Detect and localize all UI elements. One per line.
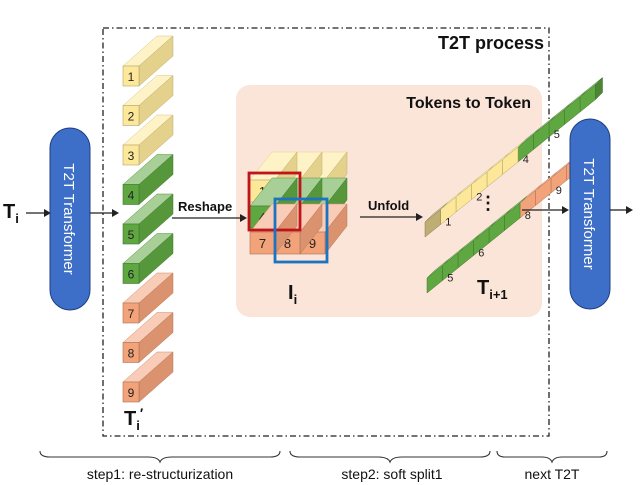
bar-number: 1	[445, 216, 451, 228]
final-arrowhead	[626, 206, 633, 214]
grid-number: 9	[309, 236, 316, 251]
right-transformer-block	[569, 118, 611, 310]
t2t-process-title: T2T process	[438, 33, 544, 53]
ti-prime-label: Ti′	[124, 405, 144, 433]
bar-number: 5	[447, 272, 453, 284]
step3-label: next T2T	[525, 466, 580, 482]
brace-step3	[496, 450, 608, 464]
tokens-to-token-title: Tokens to Token	[406, 95, 531, 112]
bar-number: 5	[554, 129, 560, 141]
grid-number: 8	[284, 236, 291, 251]
brace-step1	[39, 450, 281, 464]
output-label: Ti+1	[477, 277, 508, 302]
token-column: 1 2 3 4 5 6 7 8 9	[122, 35, 174, 403]
bar-segment	[488, 208, 512, 244]
token-6: 6	[122, 232, 174, 285]
brace-step2	[289, 450, 491, 464]
output-arrowhead	[562, 206, 569, 214]
bar-number: 2	[476, 191, 482, 203]
input-arrowhead	[44, 209, 51, 217]
step1-label: step1: re-structurization	[87, 466, 233, 482]
image-label: Ii	[288, 282, 297, 307]
token-number: 2	[128, 110, 135, 124]
reshape-arrowhead	[240, 214, 247, 222]
bar-number: 4	[523, 154, 529, 166]
reshape-label: Reshape	[178, 199, 232, 214]
ellipsis: ⋮	[479, 193, 497, 213]
bar-number: 6	[478, 247, 484, 259]
token-number: 9	[128, 386, 135, 400]
bar-segment	[426, 258, 450, 294]
unfold-label: Unfold	[368, 198, 409, 213]
unfold-arrowhead	[416, 213, 423, 221]
token-number: 6	[128, 268, 135, 282]
token-4: 4	[122, 153, 174, 206]
token-number: 3	[128, 149, 135, 163]
token-number: 5	[128, 228, 135, 242]
token-2: 2	[122, 74, 174, 127]
bar-segment	[424, 202, 448, 238]
left-transformer-block	[49, 127, 91, 311]
right-transformer-label: T2T Transformer	[580, 158, 597, 269]
token-number: 7	[128, 307, 135, 321]
input-label: Ti	[3, 201, 19, 226]
token-grid: 321654987	[249, 151, 348, 255]
token-1: 1	[122, 35, 174, 87]
token-8: 8	[122, 311, 174, 364]
left-transformer-arrowhead	[112, 209, 119, 217]
token-number: 4	[128, 189, 135, 203]
token-number: 8	[128, 347, 135, 361]
token-5: 5	[122, 193, 174, 245]
token-9: 9	[122, 351, 174, 403]
bar-segment	[440, 189, 464, 226]
token-number: 1	[128, 70, 135, 84]
t2t-process-frame	[102, 27, 550, 437]
bar-end-cap	[595, 76, 603, 101]
blue-window	[273, 197, 329, 264]
bar-number: 8	[525, 210, 531, 222]
token-7: 7	[122, 272, 174, 324]
step2-label: step2: soft split1	[341, 466, 442, 482]
token-3: 3	[122, 114, 174, 166]
bar-number: 9	[556, 185, 562, 197]
grid-number: 7	[259, 236, 266, 251]
upper-unfolded-bar: 1 2 4 5	[424, 76, 603, 238]
left-transformer-label: T2T Transformer	[60, 163, 77, 274]
